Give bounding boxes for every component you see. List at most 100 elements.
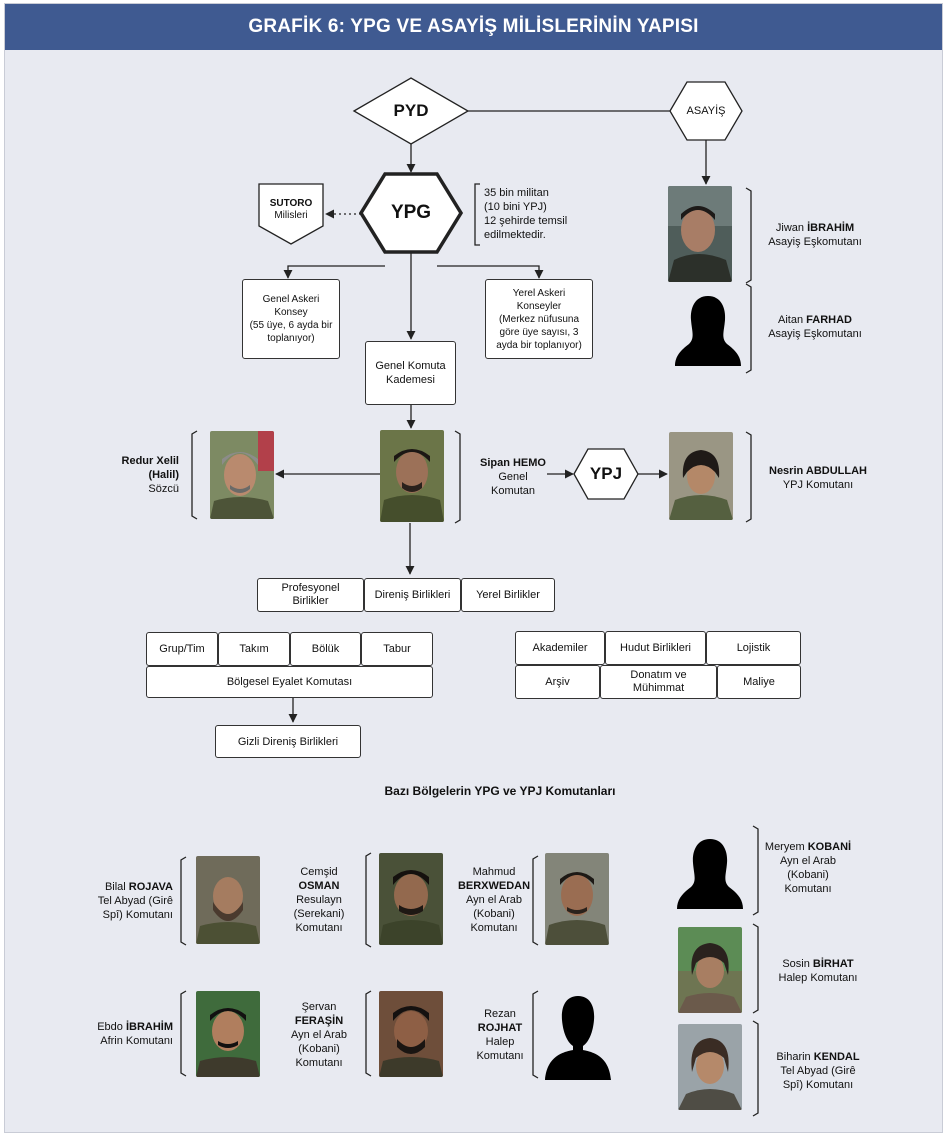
unit-bolgesel: Bölgesel Eyalet Komutası (146, 666, 433, 698)
connector-layer (180, 77, 759, 1117)
name-bold: BİRHAT (812, 958, 854, 970)
box-line: Konsey (274, 307, 308, 318)
role-line: Komutanı (784, 883, 832, 895)
role-line: Ayn el Arab (465, 894, 523, 906)
box-line: Genel Komuta (375, 360, 446, 372)
photo-sipan (380, 430, 444, 522)
asayis-hexagon (669, 81, 743, 141)
photo-nesrin (669, 432, 733, 520)
role-line: Halep (485, 1036, 515, 1048)
silhouette-rezan (543, 992, 613, 1080)
commander-bilal: Bilal ROJAVA Tel Abyad (Girê Spî) Komuta… (65, 880, 173, 922)
box-line: (Merkez nüfusuna (498, 313, 580, 325)
unit-hudut: Hudut Birlikleri (605, 631, 706, 665)
name-first: Mahmud (472, 866, 516, 878)
photo-ebdo (196, 991, 260, 1077)
commander-meryem: Meryem KOBANİ Ayn el Arab (Kobani) Komut… (763, 840, 853, 896)
name-first: Ebdo (97, 1021, 126, 1033)
commander-mahmud: Mahmud BERXWEDAN Ayn el Arab (Kobani) Ko… (450, 865, 538, 935)
role-line: Spî) Komutanı (782, 1079, 854, 1091)
sutoro-shield (258, 183, 324, 245)
photo-mahmud (545, 853, 609, 945)
role-line: Komutanı (295, 922, 343, 934)
unit-maliye: Maliye (717, 665, 801, 699)
sutoro-bold: SUTORO (269, 198, 313, 209)
name-bold: KENDAL (813, 1051, 860, 1063)
role-line: Resulayn (296, 894, 342, 906)
role: Asayiş Eşkomutanı (768, 328, 862, 340)
genel-komuta-box: Genel Komuta Kademesi (365, 341, 456, 405)
role-line: Komutan (490, 485, 536, 497)
ypg-note-line: 35 bin militan (484, 187, 549, 199)
redur-role: Sözcü (148, 483, 179, 495)
role-line: Halep Komutanı (778, 972, 858, 984)
photo-cemsid (379, 853, 443, 945)
yerel-askeri-konseyler-box: Yerel Askeri Konseyler (Merkez nüfusuna … (485, 279, 593, 359)
name-bold: İBRAHİM (125, 1021, 173, 1033)
box-line: göre üye sayısı, 3 (499, 326, 579, 338)
commander-sosin: Sosin BİRHAT Halep Komutanı (773, 957, 863, 985)
box-line: Yerel Askeri (512, 287, 566, 299)
sutoro-rest: Milisleri (274, 210, 308, 221)
role: Asayiş Eşkomutanı (768, 236, 862, 248)
ypg-note: 35 bin militan (10 bini YPJ) 12 şehirde … (484, 186, 594, 242)
unit-profesyonel: Profesyonel Birlikler (257, 578, 364, 612)
role-line: Afrin Komutanı (100, 1035, 173, 1047)
genel-askeri-konsey-box: Genel Askeri Konsey (55 üye, 6 ayda bir … (242, 279, 340, 359)
role-line: (Kobani) (298, 1043, 340, 1055)
unit-direnis: Direniş Birlikleri (364, 578, 461, 612)
photo-jiwan (668, 186, 732, 282)
photo-servan (379, 991, 443, 1077)
name-bold: ROJHAT (477, 1022, 523, 1034)
role-line: (Kobani) (473, 908, 515, 920)
box-line: Kademesi (386, 374, 435, 386)
sutoro-label: SUTORO Milisleri (259, 198, 323, 222)
role-line: YPJ Komutanı (782, 479, 854, 491)
infographic-frame: GRAFİK 6: YPG VE ASAYİŞ MİLİSLERİNİN YAP… (4, 3, 943, 1133)
name-first: Şervan (301, 1001, 337, 1013)
role-line: (Kobani) (787, 869, 829, 881)
box-line: Konseyler (516, 300, 562, 312)
role-line: Ayn el Arab (290, 1029, 348, 1041)
name-first: Sosin (782, 958, 813, 970)
name-line: Nesrin ABDULLAH (769, 465, 867, 477)
photo-sosin (678, 927, 742, 1013)
box-line: Genel Askeri (262, 294, 320, 305)
name-bold: BERXWEDAN (457, 880, 531, 892)
unit-tabur: Tabur (361, 632, 433, 666)
asayis-label: ASAYİŞ (686, 105, 726, 117)
ypg-label: YPG (390, 202, 432, 223)
commander-rezan: Rezan ROJHAT Halep Komutanı (460, 1007, 540, 1063)
ypg-hexagon (358, 172, 464, 254)
name-first: Cemşid (300, 866, 338, 878)
silhouette-meryem (675, 837, 745, 909)
name-first: Jiwan (775, 222, 808, 234)
regional-heading: Bazı Bölgelerin YPG ve YPJ Komutanları (384, 784, 616, 798)
name-line: (Halil) (148, 469, 179, 481)
nesrin-caption: Nesrin ABDULLAH YPJ Komutanı (759, 464, 877, 492)
role-line: Tel Abyad (Girê (97, 895, 173, 907)
name-line: Sipan HEMO (479, 457, 546, 469)
unit-boluk: Bölük (290, 632, 361, 666)
name-line: Redur Xelil (121, 455, 179, 467)
role-line: Ayn el Arab (779, 855, 837, 867)
jiwan-caption: Jiwan İBRAHİM Asayiş Eşkomutanı (760, 221, 870, 249)
unit-akademiler: Akademiler (515, 631, 605, 665)
commander-ebdo: Ebdo İBRAHİM Afrin Komutanı (65, 1020, 173, 1048)
box-line: ayda bir toplanıyor) (496, 339, 582, 351)
name-bold: FERAŞİN (294, 1015, 344, 1027)
role-line: Tel Abyad (Girê (780, 1065, 856, 1077)
unit-takim: Takım (218, 632, 290, 666)
name-bold: FARHAD (806, 314, 852, 326)
unit-lojistik: Lojistik (706, 631, 801, 665)
name-bold: OSMAN (298, 880, 340, 892)
ypg-note-line: (10 bini YPJ) (484, 201, 547, 213)
silhouette-aitan (673, 292, 743, 366)
photo-redur (210, 431, 274, 519)
role-line: Spî) Komutanı (102, 909, 173, 921)
ypg-note-line: edilmektedir. (484, 229, 546, 241)
name-first: Biharin (776, 1051, 814, 1063)
commander-servan: Şervan FERAŞİN Ayn el Arab (Kobani) Komu… (281, 1000, 357, 1070)
box-line: toplanıyor) (267, 333, 315, 344)
name-bold: KOBANİ (807, 841, 852, 853)
